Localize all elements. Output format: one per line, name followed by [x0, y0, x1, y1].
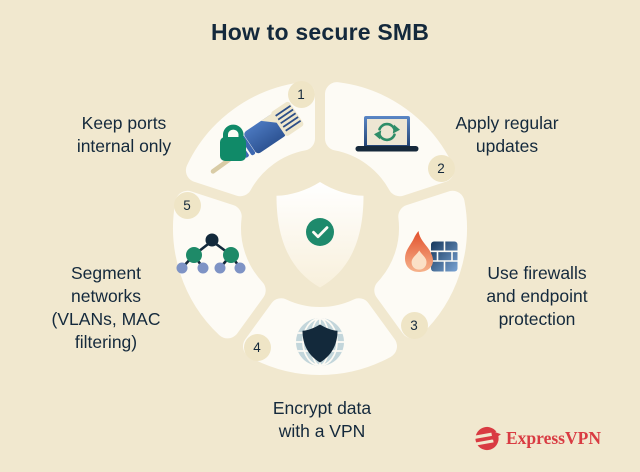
step-badge-3: 3: [400, 311, 428, 339]
segment-label-5: Segment networks (VLANs, MAC filtering): [51, 263, 161, 352]
segment-label-4: Encrypt data with a VPN: [272, 398, 372, 441]
step-badge-5: 5: [173, 191, 201, 219]
globe-shield-icon: [296, 318, 344, 366]
ethernet-cable-lock-icon: [210, 101, 304, 174]
segment-label-1: Keep ports internal only: [76, 113, 172, 156]
expressvpn-logo-icon: [474, 426, 501, 451]
step-badge-4: 4: [243, 333, 271, 361]
step-badge-2: 2: [427, 154, 455, 182]
firewall-icon: [405, 231, 458, 272]
page-title: How to secure SMB: [210, 19, 430, 45]
segment-label-3: Use firewalls and endpoint protection: [486, 263, 588, 329]
laptop-refresh-icon: [355, 116, 419, 152]
brand-name: ExpressVPN: [506, 428, 601, 448]
network-tree-icon: [176, 233, 246, 274]
segment-label-2: Apply regular updates: [455, 113, 559, 156]
brand-logo: ExpressVPN: [474, 425, 601, 452]
step-badge-1: 1: [287, 80, 315, 108]
shield-check-icon: [276, 182, 364, 288]
